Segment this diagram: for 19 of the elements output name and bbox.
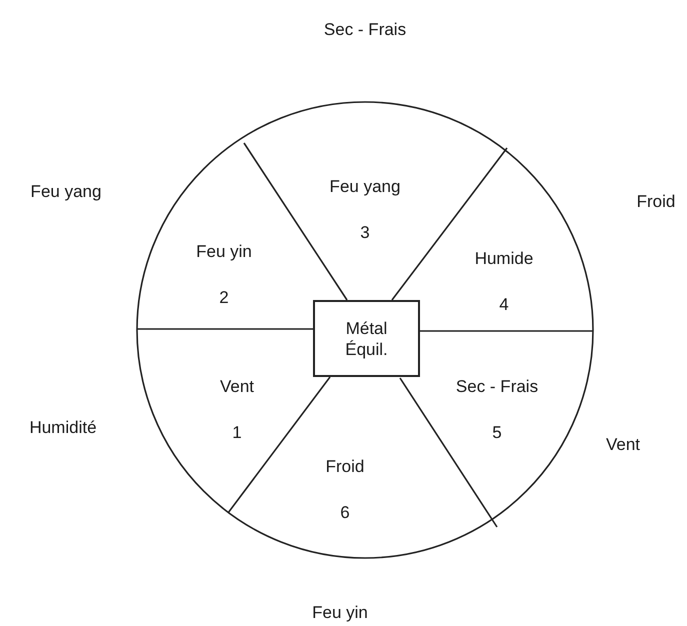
sector-name: Humide [474, 249, 534, 269]
outer-label: Feu yin [312, 603, 368, 623]
sector-name: Sec - Frais [456, 377, 538, 397]
outer-label: Feu yang [30, 182, 102, 202]
outer-label: Vent [606, 435, 640, 455]
sector-number: 5 [492, 423, 502, 443]
sector-name: Feu yang [330, 177, 400, 197]
sector-name: Vent [220, 377, 254, 397]
sector-number: 6 [340, 503, 350, 523]
sector-name: Froid [326, 457, 364, 477]
sector-name: Feu yin [196, 242, 252, 262]
outer-label: Froid [636, 192, 676, 212]
sector-number: 2 [219, 288, 229, 308]
outer-label: Humidité [29, 418, 97, 438]
sector-number: 1 [232, 423, 242, 443]
sector-number: 4 [499, 295, 509, 315]
outer-label: Sec - Frais [324, 20, 406, 40]
sector-number: 3 [360, 223, 370, 243]
center-box: Métal Équil. [313, 300, 420, 377]
